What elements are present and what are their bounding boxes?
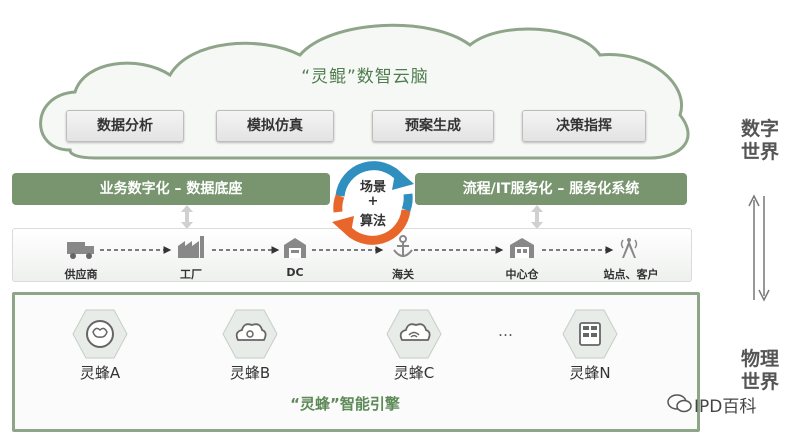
physical-world-label: 物理世界 — [740, 348, 779, 393]
cycle-text-algorithm: 算法 — [359, 214, 386, 229]
engine-unit-b: 灵蜂B — [229, 364, 271, 382]
station-tower-icon — [620, 238, 638, 258]
node-label-customs: 海关 — [392, 268, 414, 281]
module-simulation: 模拟仿真 — [216, 110, 334, 142]
double-arrow-icon — [531, 205, 543, 229]
hexagon-wifi-icon — [386, 309, 442, 359]
node-label-station-customer: 站点、客户 — [603, 268, 659, 281]
watermark-text: IPD百科 — [694, 397, 757, 417]
double-arrow-icon — [181, 205, 193, 229]
customs-anchor-icon — [393, 235, 413, 257]
node-label-supplier: 供应商 — [64, 268, 98, 281]
supplier-truck-icon — [67, 242, 94, 259]
central-warehouse-icon — [510, 238, 534, 258]
cycle-text-plus: + — [367, 194, 379, 209]
node-label-factory: 工厂 — [180, 268, 202, 281]
bidirectional-arrow-icon — [748, 194, 770, 302]
supply-chain-flow — [100, 246, 614, 254]
module-plan-generation: 预案生成 — [372, 110, 494, 142]
bar-business-digitization: 业务数字化 – 数据底座 — [12, 173, 330, 205]
module-data-analysis: 数据分析 — [66, 110, 184, 142]
factory-icon — [178, 236, 204, 258]
scenario-algorithm-cycle-icon — [332, 161, 414, 245]
engine-unit-n: 灵蜂N — [569, 364, 611, 382]
dc-warehouse-icon — [284, 238, 306, 258]
bar-process-service: 流程/IT服务化 – 服务化系统 — [415, 173, 687, 205]
hexagon-cloud-icon — [222, 309, 278, 359]
node-label-central-warehouse: 中心仓 — [505, 268, 539, 281]
wechat-icon — [667, 394, 692, 413]
engine-title: “灵蜂”智能引擎 — [290, 395, 400, 413]
engine-unit-c: 灵蜂C — [393, 364, 435, 382]
cloud-title: “灵鲲”数智云脑 — [301, 67, 429, 87]
module-decision-command: 决策指挥 — [522, 110, 646, 142]
engine-unit-a: 灵蜂A — [79, 364, 121, 382]
hexagon-brain-icon — [72, 309, 128, 359]
node-label-dc: DC — [286, 266, 304, 279]
cycle-text-scenario: 场景 — [359, 180, 386, 195]
engine-ellipsis: … — [498, 322, 513, 340]
hexagon-server-icon — [562, 309, 618, 359]
digital-world-label: 数字世界 — [740, 118, 779, 163]
